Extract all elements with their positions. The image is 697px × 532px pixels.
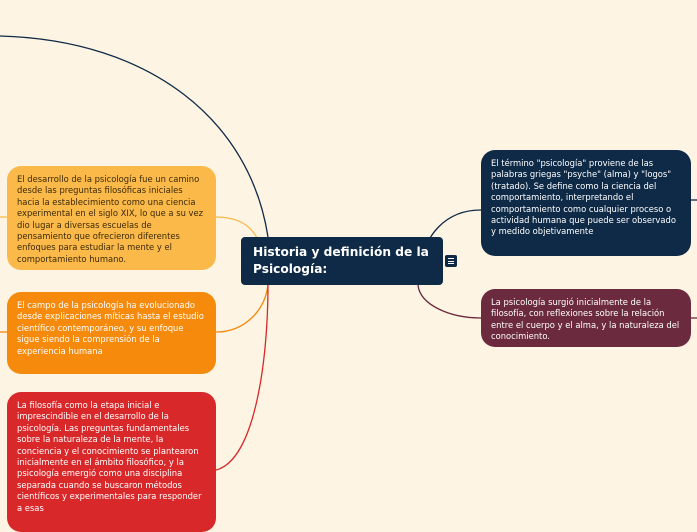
topic-node-left-3[interactable]: La filosofía como la etapa inicial e imp… [7,392,216,532]
connector-left-2 [215,284,269,333]
topic-node-text: La psicología surgió inicialmente de la … [491,297,680,342]
connector-left-3 [215,284,269,471]
topic-node-text: El término "psicología" proviene de las … [491,158,676,237]
topic-node-text: El campo de la psicología ha evolucionad… [17,300,204,356]
topic-node-right-2[interactable]: La psicología surgió inicialmente de la … [481,289,691,347]
connector-top-curve [0,35,269,238]
topic-node-right-1[interactable]: El término "psicología" proviene de las … [481,150,691,256]
central-topic-title: Historia y definición de la Psicología: [253,245,429,276]
list-icon[interactable] [445,255,457,267]
topic-node-left-1[interactable]: El desarrollo de la psicología fue un ca… [7,166,216,270]
topic-node-left-2[interactable]: El campo de la psicología ha evolucionad… [7,292,216,374]
connector-right-2 [417,284,482,319]
topic-node-text: La filosofía como la etapa inicial e imp… [17,400,202,513]
mind-map-canvas: Historia y definición de la Psicología: … [0,35,697,532]
central-topic[interactable]: Historia y definición de la Psicología: [241,237,443,285]
topic-node-text: El desarrollo de la psicología fue un ca… [17,174,204,264]
